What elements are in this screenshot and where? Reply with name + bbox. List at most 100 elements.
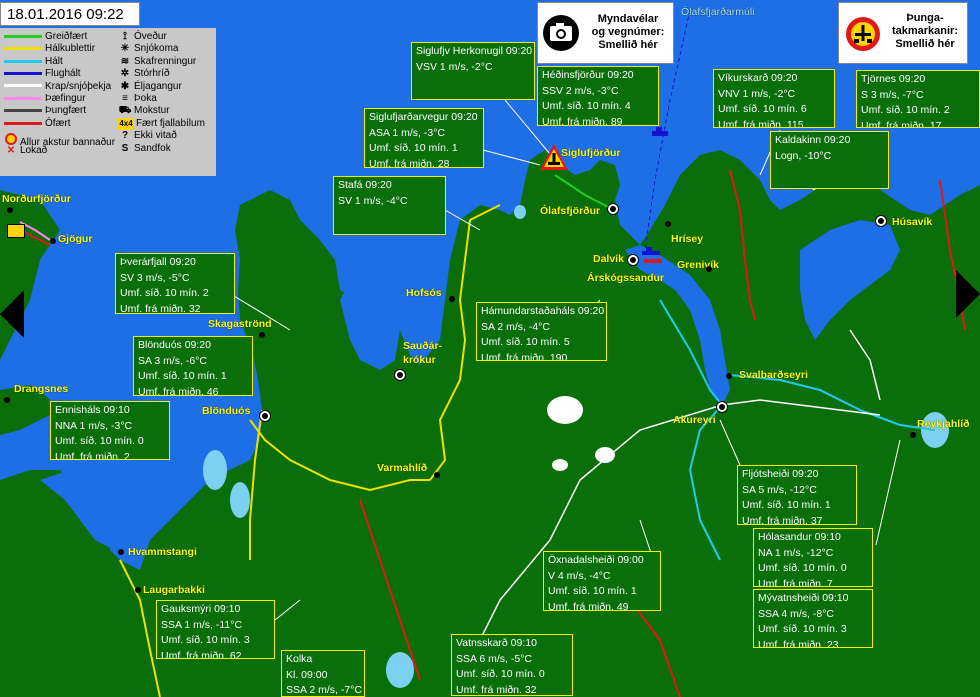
- legend-swatch: [4, 121, 42, 125]
- station-reading: SV 3 m/s, -5°C: [120, 271, 190, 284]
- place-label: Dalvík: [593, 253, 624, 265]
- bus-restriction-icon[interactable]: [7, 224, 25, 238]
- place-label: Hofsós: [406, 287, 442, 299]
- road-yellow: [429, 204, 501, 481]
- legend-label: Skafrenningur: [134, 55, 197, 67]
- legend-label: Ófært: [45, 117, 71, 129]
- place-label: Svalbarðseyri: [739, 369, 808, 381]
- legend-road-item: Greiðfært: [4, 31, 87, 43]
- legend-road-item: Ófært: [4, 118, 71, 130]
- road-cyan: [729, 374, 936, 431]
- station-reading: NNA 1 m/s, -3°C: [55, 419, 133, 432]
- town-marker: [50, 238, 56, 244]
- webcam-marker[interactable]: [394, 369, 406, 381]
- cameras-line2: og vegnúmer:: [591, 26, 665, 38]
- station-reading: VSV 1 m/s, -2°C: [416, 60, 493, 73]
- place-label: Gjögur: [58, 233, 93, 245]
- legend-label: Þæfingur: [45, 93, 86, 104]
- station-title: Vatnsskarð 09:10: [456, 637, 537, 649]
- ferry-icon[interactable]: [650, 126, 670, 138]
- place-label: Ólafsfjörður: [540, 205, 601, 217]
- station-reading: S 3 m/s, -7°C: [861, 88, 924, 101]
- webcam-marker[interactable]: [716, 401, 728, 413]
- legend-label: Sandfok: [134, 142, 171, 154]
- weight-limit-icon: [846, 17, 880, 51]
- webcam-marker[interactable]: [259, 410, 271, 422]
- pan-right-arrow[interactable]: [956, 270, 980, 318]
- legend-weather-item: ✲Stórhríð: [118, 68, 170, 80]
- station-reading: Umf. síð. 10 mín. 6: [718, 103, 807, 115]
- station-reading: Umf. frá miðn. 49: [548, 600, 629, 611]
- station-reading: SA 3 m/s, -6°C: [138, 354, 207, 367]
- place-label: Laugarbakki: [143, 584, 205, 596]
- place-label: Sauðár-: [403, 340, 443, 352]
- town-marker: [910, 432, 916, 438]
- webcam-marker[interactable]: [627, 254, 639, 266]
- roadwork-warning-icon[interactable]: [539, 143, 569, 171]
- station-reading: Umf. síð. 10 mín. 0: [758, 562, 847, 574]
- legend-swatch: [4, 84, 42, 88]
- station-reading: NA 1 m/s, -12°C: [758, 546, 834, 559]
- station-reading: SV 1 m/s, -4°C: [338, 194, 408, 207]
- legend-label: Þoka: [134, 93, 157, 104]
- place-label: Árskógssandur: [587, 272, 665, 284]
- ferry-icon[interactable]: [640, 246, 664, 266]
- station-title: Blönduós 09:20: [138, 339, 211, 351]
- station-reading: Umf. frá miðn. 32: [120, 302, 201, 314]
- place-label: Blönduós: [202, 405, 251, 417]
- place-label: Hvammstangi: [128, 546, 197, 558]
- town-marker: [7, 207, 13, 213]
- station-title: Siglufjv Herkonugil 09:20: [416, 45, 533, 57]
- station-reading: Umf. síð. 10 mín. 0: [456, 668, 545, 680]
- place-label: Grenivík: [677, 259, 720, 271]
- place-label: Siglufjörður: [561, 147, 621, 159]
- weight-restrictions-button[interactable]: Þunga- takmarkanir: Smellið hér: [838, 2, 968, 64]
- station-title: Ennisháls 09:10: [55, 404, 130, 416]
- legend-swatch: [4, 34, 42, 38]
- legend-weather-item: ⟟Óveður: [118, 31, 167, 43]
- legend-glyph: S: [121, 142, 129, 154]
- glacier-patch: [552, 459, 568, 471]
- road-white: [849, 329, 881, 401]
- place-label: Skagaströnd: [208, 318, 272, 330]
- station-reading: Umf. síð. 10 mín. 1: [742, 499, 831, 511]
- station-reading: SA 2 m/s, -4°C: [481, 320, 550, 333]
- station-title: Hámundarstaðaháls 09:20: [481, 305, 605, 317]
- place-label: Norðurfjörður: [2, 193, 71, 205]
- webcam-marker[interactable]: [875, 215, 887, 227]
- station-title: Kaldakinn 09:20: [775, 134, 851, 146]
- station-reading: Umf. frá miðn. 37: [742, 514, 823, 525]
- legend-swatch: [4, 109, 42, 113]
- legend-label: Þungfært: [45, 105, 87, 117]
- station-reading: Umf. síð. 10 mín. 4: [542, 100, 631, 112]
- station-reading: Umf. síð. 10 mín. 2: [120, 287, 209, 299]
- cameras-button[interactable]: Myndavélar og vegnúmer: Smellið hér: [537, 2, 674, 64]
- station-reading: Umf. frá miðn. 46: [138, 385, 219, 396]
- station-title: Öxnadalsheiði 09:00: [548, 554, 644, 566]
- pan-left-arrow[interactable]: [0, 290, 24, 338]
- webcam-marker[interactable]: [607, 203, 619, 215]
- hunafloi-water: [40, 470, 110, 548]
- strandir-land: [0, 385, 60, 435]
- weight-line1: Þunga-: [906, 12, 944, 24]
